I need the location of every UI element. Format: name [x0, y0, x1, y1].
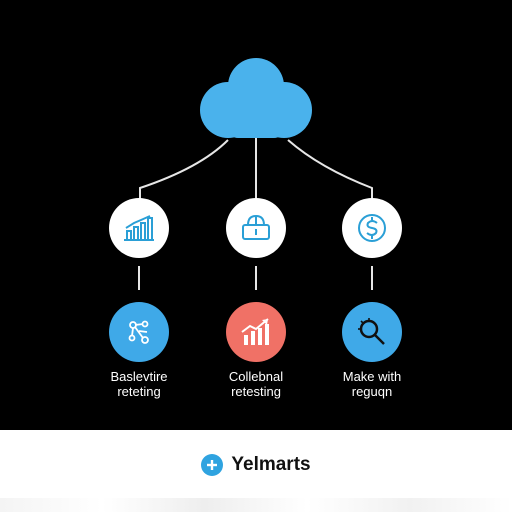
- plus-glyph: [207, 460, 218, 470]
- cloud-lock-icon: [242, 214, 270, 240]
- label-baseline: Baslevtire reteting: [79, 369, 199, 399]
- label-collateral-line2: retesting: [231, 384, 281, 399]
- node-secure-cloud: [226, 198, 286, 258]
- label-make-with-line1: Make with: [342, 369, 402, 384]
- brand-name: Yelmarts: [231, 454, 311, 475]
- label-collateral-line1: Collebnal: [228, 369, 284, 384]
- connector-root-right: [287, 139, 373, 202]
- node-collateral: [226, 302, 286, 362]
- label-make-with: Make with reguqn: [312, 369, 432, 399]
- trend-up-chart-icon: [241, 318, 269, 345]
- node-analytics: [109, 198, 169, 258]
- label-collateral: Collebnal retesting: [196, 369, 316, 399]
- magnifier-icon: [358, 318, 385, 345]
- plus-circle-icon: [201, 454, 224, 476]
- bar-chart-icon: [124, 215, 154, 241]
- footer-bar: Yelmarts: [0, 430, 512, 512]
- dollar-coin-icon: [358, 214, 386, 242]
- label-make-with-line2: reguqn: [351, 384, 393, 399]
- node-finance: [342, 198, 402, 258]
- node-baseline: [109, 302, 169, 362]
- cloud-icon: [200, 58, 312, 138]
- brand-logo[interactable]: Yelmarts: [0, 454, 512, 476]
- footer-strip: [0, 498, 512, 512]
- network-nodes-icon: [128, 320, 149, 344]
- node-make-with: [342, 302, 402, 362]
- diagram-canvas: Baslevtire reteting Collebnal retesting …: [79, 58, 432, 399]
- label-baseline-line1: Baslevtire: [110, 369, 168, 384]
- label-baseline-line2: reteting: [117, 384, 161, 399]
- connector-root-left: [139, 139, 229, 202]
